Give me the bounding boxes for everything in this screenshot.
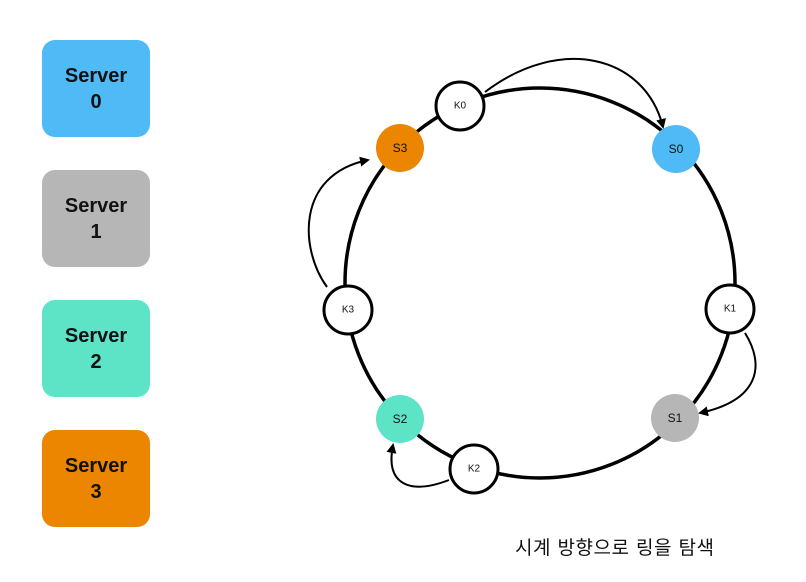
server-2-label-line1: Server — [64, 324, 128, 347]
server-3-box: Server 3 — [42, 430, 150, 527]
server-1-box: Server 1 — [42, 170, 150, 267]
server-2-label-line2: 2 — [90, 350, 102, 373]
arrow-k2-to-s2 — [386, 443, 450, 488]
ring-key-k1-label: K1 — [724, 304, 737, 315]
server-0-label-line2: 0 — [90, 90, 102, 113]
ring-key-k3-label: K3 — [342, 305, 355, 316]
server-2-box: Server 2 — [42, 300, 150, 397]
ring-key-k2-circle — [448, 443, 500, 495]
ring-server-s3-label: S3 — [393, 141, 408, 155]
arrow-k1-to-s1 — [698, 332, 757, 417]
ring-server-s2: S2 — [376, 395, 424, 443]
ring-server-s0-label: S0 — [669, 142, 684, 156]
ring-key-k0-label: K0 — [454, 101, 467, 112]
ring-server-s3-circle — [376, 124, 424, 172]
ring-server-s0: S0 — [652, 125, 700, 173]
hash-ring — [343, 86, 737, 480]
ring-key-k1-circle — [704, 283, 756, 335]
server-1-label-line2: 1 — [90, 220, 102, 243]
ring-server-s3: S3 — [376, 124, 424, 172]
ring-key-k3: K3 — [322, 284, 374, 336]
ring-key-k0-circle — [434, 80, 486, 132]
ring-key-k3-circle — [322, 284, 374, 336]
ring-key-k0: K0 — [434, 80, 486, 132]
ring-key-k2-label: K2 — [468, 464, 481, 475]
ring-server-s1-label: S1 — [668, 411, 683, 425]
server-3-label-line2: 3 — [90, 480, 102, 503]
ring-server-s1: S1 — [651, 394, 699, 442]
arrow-k3-to-s3 — [307, 156, 370, 288]
diagram-caption: 시계 방향으로 링을 탐색 — [515, 537, 715, 559]
ring-key-k1: K1 — [704, 283, 756, 335]
server-0-label-line1: Server — [64, 64, 128, 87]
server-1-label-line1: Server — [64, 194, 128, 217]
ring-server-s0-circle — [652, 125, 700, 173]
ring-server-s2-circle — [376, 395, 424, 443]
server-0-box: Server 0 — [42, 40, 150, 137]
ring-key-k2: K2 — [448, 443, 500, 495]
ring-server-s1-circle — [651, 394, 699, 442]
server-3-label-line1: Server — [64, 454, 128, 477]
ring-server-s2-label: S2 — [393, 412, 408, 426]
arrow-k0-to-s0 — [484, 58, 666, 129]
